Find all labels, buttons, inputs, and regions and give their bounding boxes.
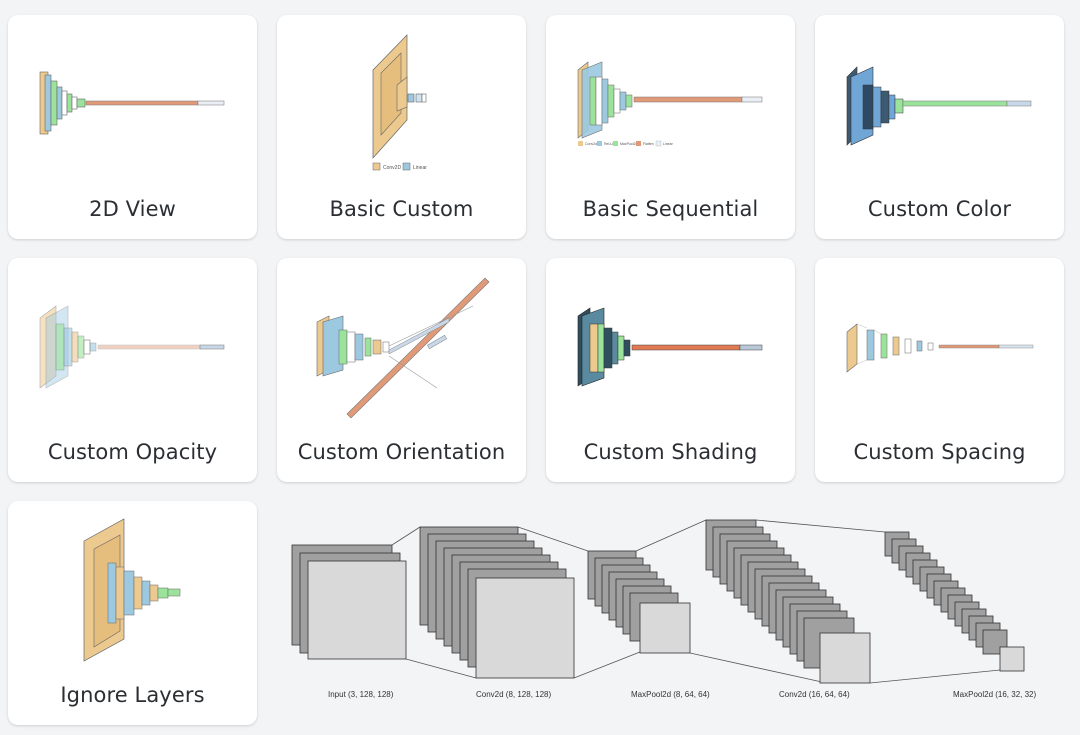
card-ignore-layers[interactable]: Ignore Layers — [8, 501, 257, 725]
diagram-label: Conv2d (16, 64, 64) — [779, 690, 850, 699]
legend-label: Linear — [413, 165, 427, 171]
thumbnail-custom-spacing — [846, 323, 1034, 373]
card-label: Custom Opacity — [47, 440, 218, 464]
legend-label: Linear — [663, 142, 674, 146]
thumbnail-2d-view — [39, 71, 225, 135]
card-label: Basic Custom — [329, 197, 474, 221]
card-2d-view[interactable]: 2D View — [8, 15, 257, 239]
card-custom-opacity[interactable]: Custom Opacity — [8, 258, 257, 482]
thumbnail-custom-orientation — [316, 277, 490, 419]
thumbnail-basic-sequential: Conv2d ReLU MaxPool2d Flatten Linear — [577, 61, 763, 147]
legend-label: ReLU — [604, 142, 613, 146]
card-label: 2D View — [89, 197, 176, 221]
card-label: Ignore Layers — [60, 683, 205, 707]
card-label: Custom Shading — [583, 440, 758, 464]
card-custom-shading[interactable]: Custom Shading — [546, 258, 795, 482]
card-custom-orientation[interactable]: Custom Orientation — [277, 258, 526, 482]
thumbnail-custom-opacity — [39, 305, 225, 389]
diagram-label: Input (3, 128, 128) — [328, 690, 394, 699]
card-custom-color[interactable]: Custom Color — [815, 15, 1064, 239]
card-label: Custom Color — [867, 197, 1012, 221]
card-label: Custom Spacing — [853, 440, 1026, 464]
card-basic-custom[interactable]: Conv2D Linear Basic Custom — [277, 15, 526, 239]
thumbnail-ignore-layers — [83, 518, 181, 662]
diagram-label: MaxPool2d (8, 64, 64) — [631, 690, 710, 699]
wide-layer-diagram — [291, 519, 1025, 684]
diagram-label: Conv2d (8, 128, 128) — [476, 690, 552, 699]
legend-label: MaxPool2d — [620, 142, 638, 146]
card-custom-spacing[interactable]: Custom Spacing — [815, 258, 1064, 482]
card-label: Custom Orientation — [297, 440, 506, 464]
diagram-label: MaxPool2d (16, 32, 32) — [953, 690, 1037, 699]
thumbnail-basic-custom: Conv2D Linear — [372, 34, 427, 171]
thumbnail-custom-shading — [577, 307, 763, 387]
legend-label: Flatten — [643, 142, 654, 146]
legend-label: Conv2D — [383, 165, 401, 171]
card-basic-sequential[interactable]: Conv2d ReLU MaxPool2d Flatten Linear Bas… — [546, 15, 795, 239]
card-label: Basic Sequential — [582, 197, 759, 221]
thumbnail-custom-color — [846, 66, 1032, 146]
legend-label: Conv2d — [585, 142, 597, 146]
